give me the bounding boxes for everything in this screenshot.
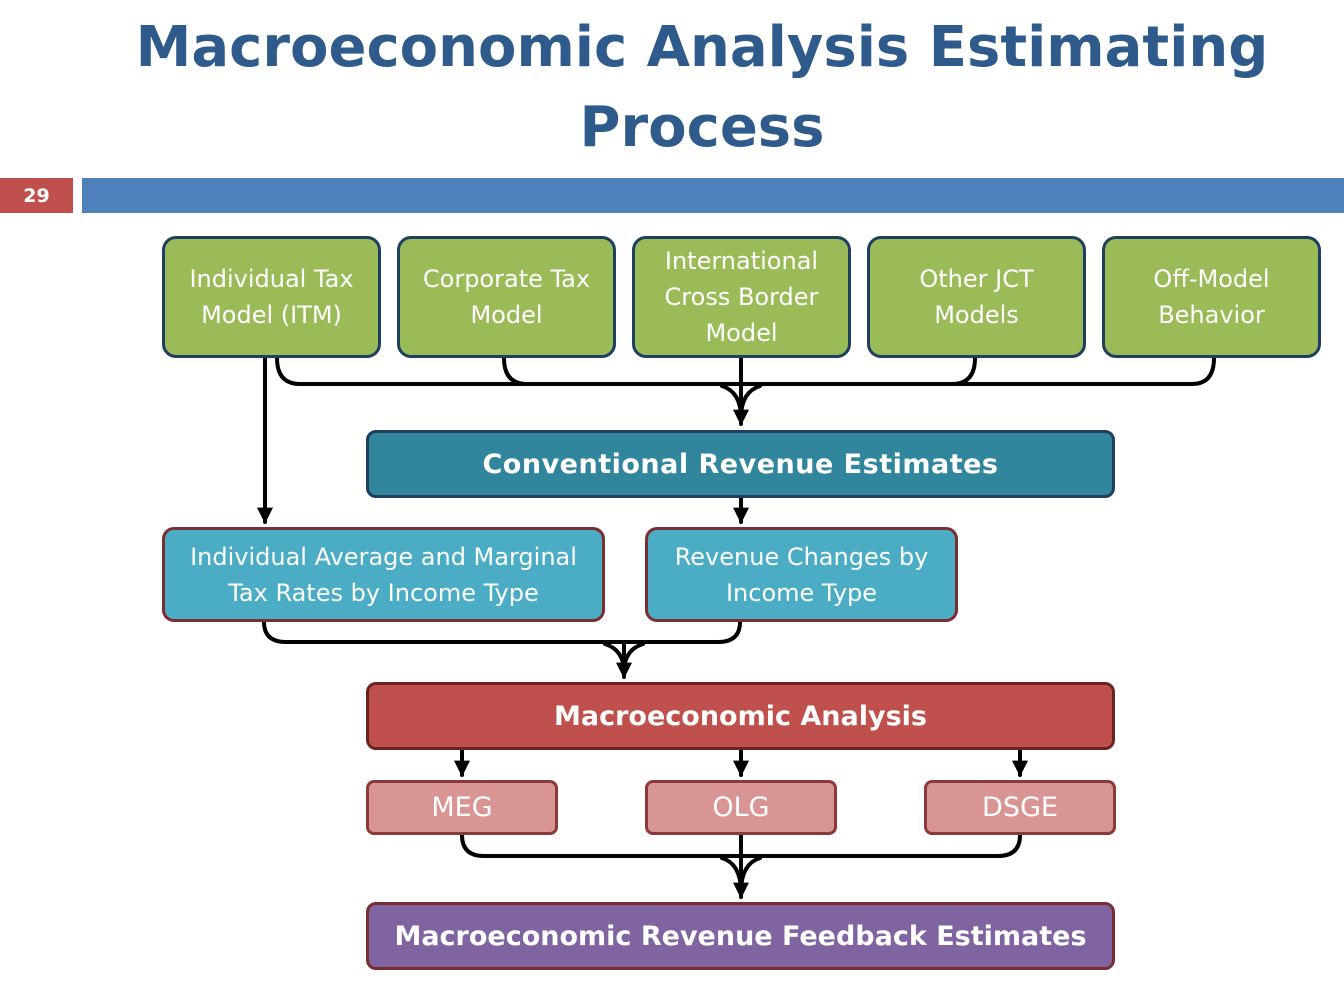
model-label-line: Behavior [1158, 301, 1265, 329]
slide-title-line-2: Process [579, 95, 825, 160]
submodel-olg: OLG [645, 780, 837, 835]
slide-title-line-1: Macroeconomic Analysis Estimating [135, 15, 1269, 80]
model-label-line: Individual Tax [189, 265, 354, 293]
model-other-jct: Other JCT Models [867, 236, 1086, 358]
model-label-line: Other JCT [919, 265, 1034, 293]
slide-number: 29 [0, 178, 73, 213]
model-label-line: Model [470, 301, 543, 329]
model-label-line: Models [934, 301, 1019, 329]
macroeconomic-analysis: Macroeconomic Analysis [366, 682, 1115, 750]
rates-label-line: Individual Average and Marginal [190, 542, 577, 571]
model-label-line: Corporate Tax [422, 265, 591, 293]
connector-intermediate-to-macro [262, 620, 742, 644]
model-label-line: Model (ITM) [201, 301, 342, 329]
model-label-line: Model [705, 319, 778, 347]
changes-label-line: Revenue Changes by [674, 542, 929, 571]
model-label-line: Cross Border [664, 283, 819, 311]
model-label-line: Off-Model [1153, 265, 1270, 293]
slide-title: Macroeconomic Analysis Estimating Proces… [60, 8, 1344, 168]
macroeconomic-revenue-feedback-estimates: Macroeconomic Revenue Feedback Estimates [366, 902, 1115, 970]
model-label-line: International [664, 247, 819, 275]
changes-label-line: Income Type [725, 578, 878, 607]
submodel-meg: MEG [366, 780, 558, 835]
revenue-changes-by-income-type: Revenue Changes by Income Type [645, 527, 958, 622]
conventional-revenue-estimates: Conventional Revenue Estimates [366, 430, 1115, 498]
title-divider-bar [82, 178, 1344, 213]
rates-label-line: Tax Rates by Income Type [228, 578, 539, 607]
connector-models-to-conventional [275, 356, 1216, 386]
submodel-dsge: DSGE [924, 780, 1116, 835]
